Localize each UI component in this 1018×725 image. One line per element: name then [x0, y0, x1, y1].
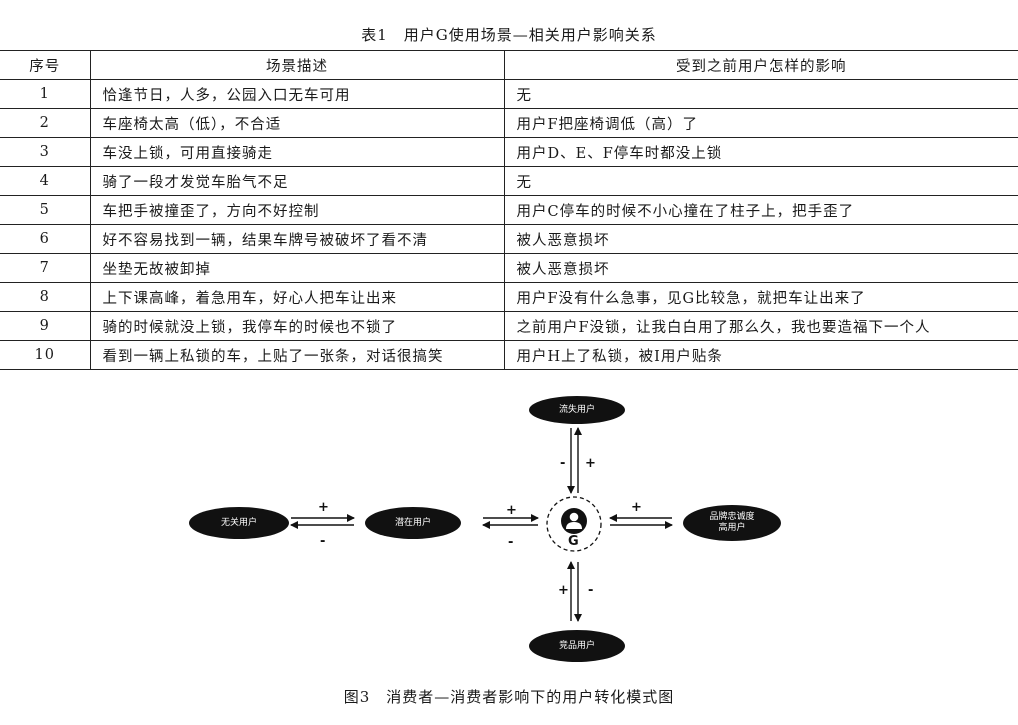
row-scene: 上下课高峰，着急用车，好心人把车让出来 — [89, 282, 505, 312]
row-influence: 之前用户F没锁，让我白白用了那么久，我也要造福下一个人 — [503, 311, 1018, 341]
header-scene: 场景描述 — [89, 50, 505, 80]
plus-sign: + — [585, 456, 596, 471]
row-scene: 车座椅太高（低），不合适 — [89, 108, 505, 138]
minus-sign: - — [588, 583, 594, 598]
row-influence: 用户D、E、F停车时都没上锁 — [503, 137, 1018, 167]
row-index: 6 — [0, 224, 91, 254]
plus-sign: + — [506, 503, 517, 518]
minus-sign: - — [560, 456, 566, 471]
node-lost-users: 流失用户 — [529, 396, 625, 424]
row-index: 10 — [0, 340, 91, 370]
row-influence: 被人恶意损坏 — [503, 224, 1018, 254]
minus-sign: - — [320, 534, 326, 549]
figure-caption: 图3 消费者—消费者影响下的用户转化模式图 — [343, 688, 675, 706]
row-index: 3 — [0, 137, 91, 167]
node-irrelevant-users: 无关用户 — [189, 507, 289, 539]
minus-sign: - — [508, 535, 514, 550]
plus-sign: + — [318, 500, 329, 515]
center-user-label: G — [568, 534, 579, 549]
node-loyal-users: 品牌忠诚度 高用户 — [683, 505, 781, 541]
row-scene: 坐垫无故被卸掉 — [89, 253, 505, 283]
node-loyal-users-label: 品牌忠诚度 高用户 — [709, 512, 755, 533]
node-competitor-users: 竞品用户 — [529, 630, 625, 662]
row-index: 2 — [0, 108, 91, 138]
table-caption: 表1 用户G使用场景—相关用户影响关系 — [361, 26, 657, 44]
user-avatar-icon — [561, 508, 587, 534]
row-index: 4 — [0, 166, 91, 196]
node-competitor-users-label: 竞品用户 — [558, 640, 595, 651]
row-scene: 恰逢节日，人多，公园入口无车可用 — [89, 79, 505, 109]
row-scene: 骑的时候就没上锁，我停车的时候也不锁了 — [89, 311, 505, 341]
row-influence: 用户C停车的时候不小心撞在了柱子上，把手歪了 — [503, 195, 1018, 225]
node-irrelevant-users-label: 无关用户 — [220, 517, 257, 528]
row-scene: 看到一辆上私锁的车，上贴了一张条，对话很搞笑 — [89, 340, 505, 370]
node-lost-users-label: 流失用户 — [558, 404, 595, 415]
plus-sign: + — [558, 583, 569, 598]
row-index: 1 — [0, 79, 91, 109]
row-influence: 用户H上了私锁，被I用户贴条 — [503, 340, 1018, 370]
row-influence: 无 — [503, 79, 1018, 109]
node-potential-users-label: 潜在用户 — [394, 517, 431, 528]
plus-sign: + — [631, 500, 642, 515]
node-potential-users: 潜在用户 — [365, 507, 461, 539]
header-index: 序号 — [0, 50, 91, 80]
